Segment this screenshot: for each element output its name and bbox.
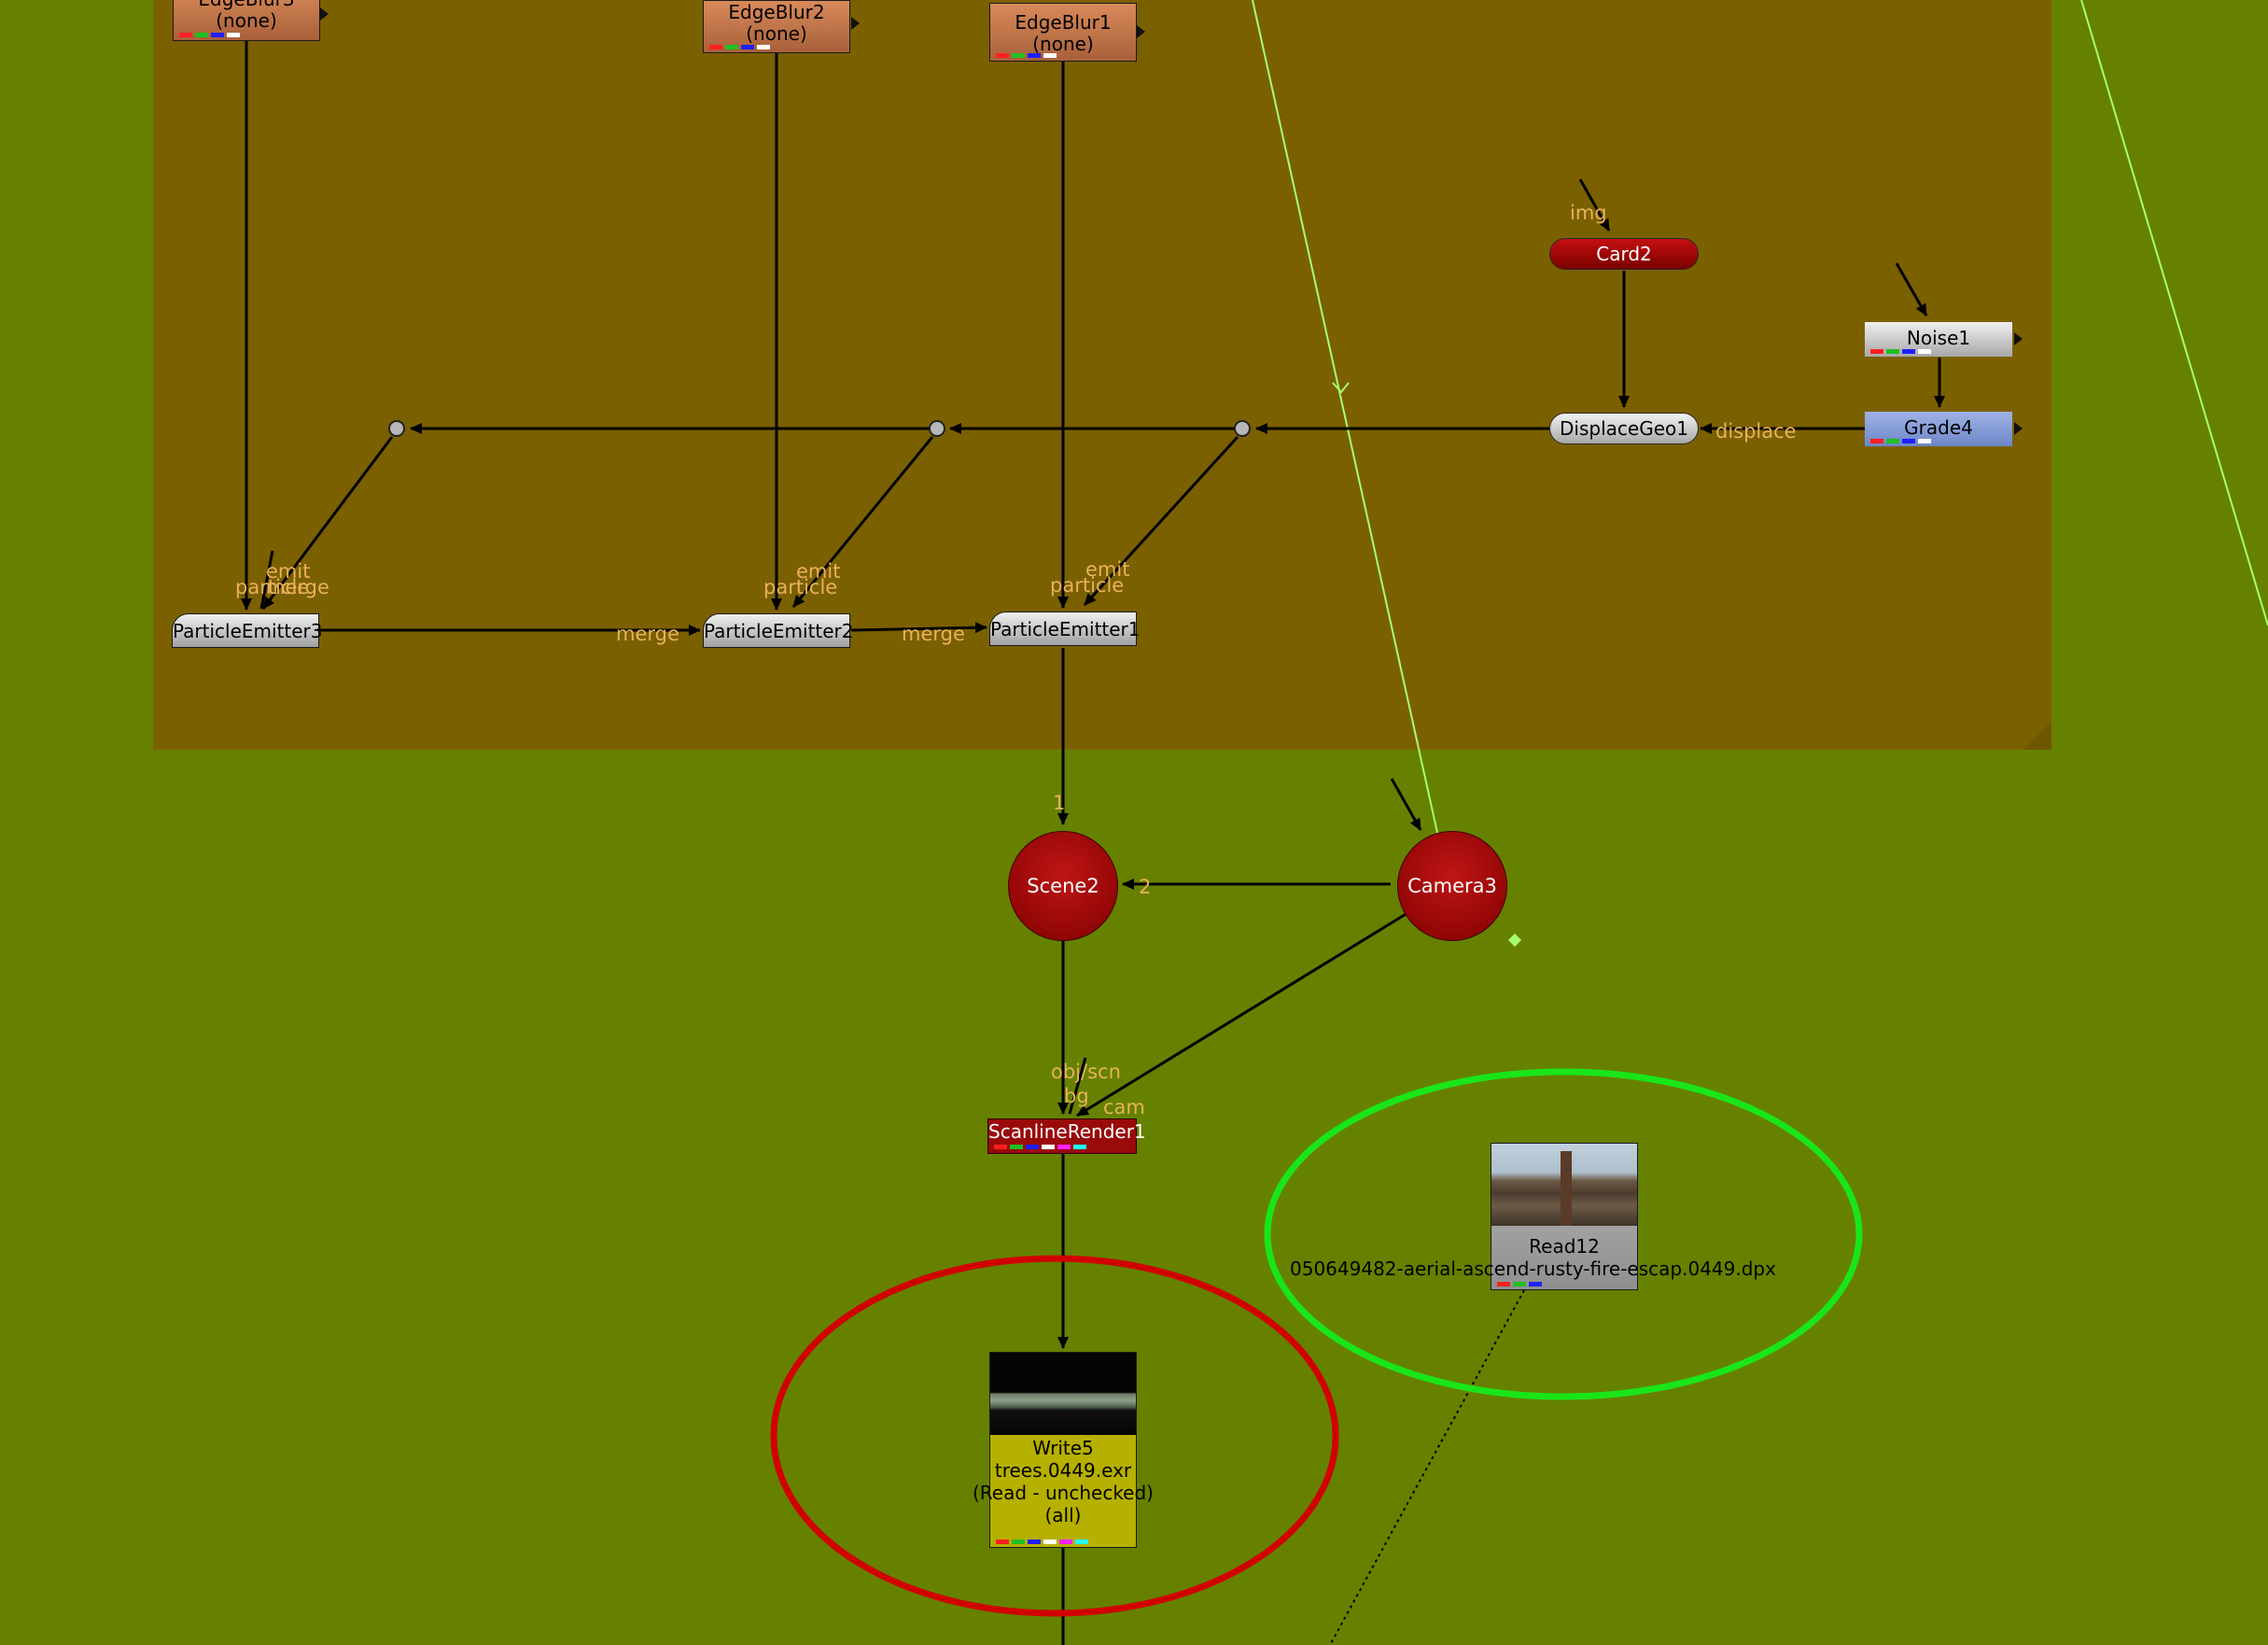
node-name: ParticleEmitter2 (704, 620, 854, 642)
node-name: EdgeBlur2 (728, 1, 825, 23)
dot-node[interactable] (388, 420, 405, 437)
input-label-1: 1 (1053, 792, 1066, 814)
node-name: ParticleEmitter3 (173, 620, 323, 642)
node-name: Camera3 (1407, 875, 1497, 897)
displacegeo1-node[interactable]: DisplaceGeo1 (1549, 413, 1699, 444)
node-name: ScanlineRender1 (988, 1120, 1146, 1143)
dot-node[interactable] (929, 420, 945, 437)
green-annotation-ellipse (1264, 1068, 1863, 1400)
input-label-cam: cam (1103, 1096, 1145, 1118)
node-name: DisplaceGeo1 (1560, 417, 1688, 440)
grade4-node[interactable]: Grade4 (1865, 412, 2012, 446)
node-name: Card2 (1596, 243, 1652, 265)
read12-output-wire (1329, 1289, 1525, 1645)
channel-chips (1870, 439, 1934, 443)
read12-file-label: 050649482-aerial-ascend-rusty-fire-escap… (1290, 1258, 1776, 1280)
input-label-merge: merge (266, 576, 329, 598)
card2-node[interactable]: Card2 (1549, 238, 1699, 270)
channel-chips (994, 1145, 1089, 1149)
node-subtitle: (none) (1032, 33, 1094, 55)
write5-channels: (all) (1044, 1504, 1082, 1526)
camera-link-line (1252, 0, 1438, 834)
output-arrow-icon (1137, 25, 1145, 38)
input-label-particle: particle (1050, 574, 1125, 597)
input-label-merge: merge (616, 623, 679, 645)
dot-node[interactable] (1234, 420, 1251, 437)
channel-chips (996, 53, 1059, 58)
edgeblur1-node[interactable]: EdgeBlur1 (none) (989, 3, 1137, 62)
channel-chips (1497, 1282, 1545, 1286)
read12-node[interactable]: Read12 (1491, 1143, 1638, 1290)
channel-chips (179, 33, 243, 37)
red-annotation-ellipse (770, 1255, 1339, 1617)
chimney-shape (1561, 1151, 1572, 1226)
input-label-emit: emit (796, 560, 841, 583)
node-name: EdgeBlur3 (174, 0, 319, 10)
input-label-displace: displace (1715, 420, 1797, 443)
noise1-node[interactable]: Noise1 (1865, 322, 2012, 357)
scanlinerender1-node[interactable]: ScanlineRender1 (987, 1118, 1146, 1154)
input-label-particle: particle (235, 576, 310, 598)
node-name: Grade4 (1904, 416, 1973, 439)
node-name: Scene2 (1027, 875, 1099, 897)
write5-node[interactable]: Write5 trees.0449.exr (Read - unchecked)… (973, 1352, 1154, 1548)
input-label-emit: emit (266, 560, 311, 583)
output-arrow-icon (851, 17, 860, 30)
backdrop-resize-handle[interactable] (2023, 722, 2051, 750)
input-label-obj-scn: obj/scn (1051, 1061, 1121, 1083)
node-subtitle: (none) (746, 22, 807, 45)
write5-thumbnail (990, 1353, 1136, 1435)
channel-chips (709, 45, 773, 49)
edgeblur2-node[interactable]: EdgeBlur2 (none) (703, 0, 850, 53)
read12-thumbnail (1491, 1144, 1637, 1226)
node-name: Read12 (1529, 1235, 1600, 1258)
edgeblur3-node[interactable]: EdgeBlur3 (none) (173, 0, 320, 41)
input-label-particle: particle (763, 576, 838, 598)
input-label-emit: emit (1085, 558, 1130, 581)
write5-mode: (Read - unchecked) (973, 1482, 1154, 1504)
camera3-node[interactable]: Camera3 (1397, 831, 1507, 941)
scene2-node[interactable]: Scene2 (1008, 831, 1118, 941)
channel-chips (1870, 349, 1934, 354)
output-arrow-icon (2014, 422, 2023, 435)
input-label-merge: merge (902, 623, 965, 645)
node-name: ParticleEmitter1 (990, 618, 1141, 640)
output-arrow-icon (2014, 332, 2023, 345)
input-label-2: 2 (1139, 876, 1152, 898)
particleemitter1-node[interactable]: ParticleEmitter1 (989, 612, 1141, 646)
camera-link-line-right (2080, 0, 2268, 626)
particleemitter2-node[interactable]: ParticleEmitter2 (703, 613, 854, 648)
particleemitter3-node[interactable]: ParticleEmitter3 (172, 613, 323, 648)
node-name: Write5 (1032, 1437, 1094, 1459)
node-name: EdgeBlur1 (1015, 11, 1112, 34)
write5-file: trees.0449.exr (994, 1459, 1132, 1482)
node-name: Noise1 (1906, 327, 1971, 349)
output-arrow-icon (320, 7, 329, 21)
node-subtitle: (none) (216, 9, 277, 32)
channel-chips (996, 1540, 1091, 1544)
input-label-img: img (1570, 202, 1607, 224)
input-label-bg: bg (1064, 1085, 1089, 1107)
